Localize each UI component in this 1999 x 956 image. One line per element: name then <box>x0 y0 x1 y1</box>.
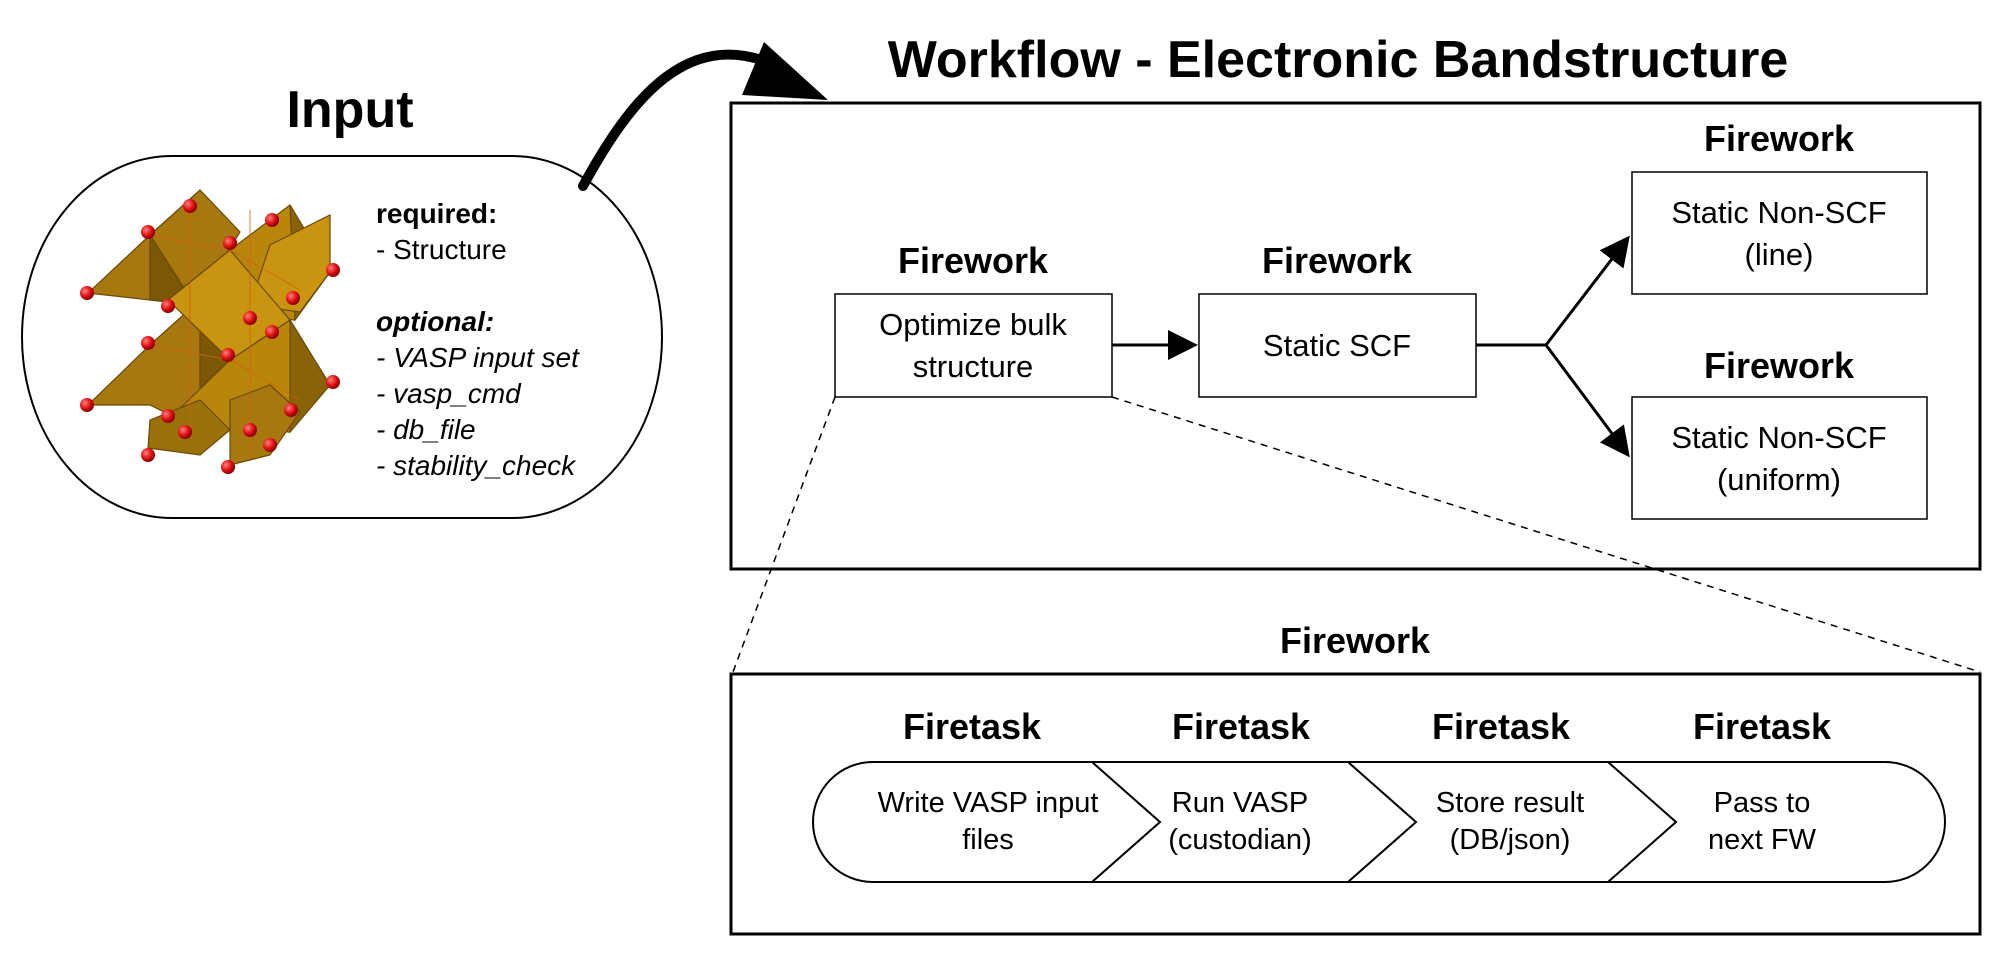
firework-text-nonscf-uniform-line2: (uniform) <box>1716 462 1841 497</box>
firework-text-nonscf-uniform: Static Non-SCF (uniform) <box>1671 417 1886 501</box>
firework-text-optimize-line2: structure <box>912 349 1034 384</box>
optional-item-db-file: - db_file <box>376 414 476 445</box>
zoom-line-right <box>1111 396 1981 673</box>
firetask-text-pass-line1: Pass to <box>1713 787 1811 819</box>
firetask-divider-1 <box>1091 761 1162 883</box>
firetask-text-store-line1: Store result <box>1435 787 1585 819</box>
firework-box-static-scf <box>1198 293 1477 398</box>
optional-item-stability-check: - stability_check <box>376 450 576 481</box>
firetask-text-run-line2: (custodian) <box>1168 824 1312 856</box>
required-item-structure: - Structure <box>376 234 507 265</box>
firetask-text-store-line2: (DB/json) <box>1449 824 1571 856</box>
firework-label-optimize: Firework <box>897 240 1049 281</box>
firetask-text-write: Write VASP input files <box>878 785 1099 859</box>
input-to-workflow-arrowhead <box>742 42 828 100</box>
firework-box-nonscf-uniform <box>1631 396 1928 520</box>
firetask-text-pass-line2: next FW <box>1708 824 1816 856</box>
input-parameters: required: - Structure optional: - VASP i… <box>376 196 579 484</box>
crystal-structure-image <box>80 189 340 474</box>
optional-label: optional: <box>376 306 495 337</box>
firework-text-optimize: Optimize bulk structure <box>879 304 1067 388</box>
firework-text-static-scf-line1: Static SCF <box>1262 328 1412 363</box>
optional-item-vasp-cmd: - vasp_cmd <box>376 378 521 409</box>
firework-label-static-scf: Firework <box>1261 240 1413 281</box>
firework-text-nonscf-line-line1: Static Non-SCF <box>1671 195 1887 230</box>
firework-text-nonscf-uniform-line1: Static Non-SCF <box>1671 420 1887 455</box>
zoom-line-left <box>732 396 836 673</box>
firework-text-nonscf-line-line2: (line) <box>1744 237 1814 272</box>
firetask-divider-2 <box>1347 761 1418 883</box>
firetask-divider-3 <box>1607 761 1678 883</box>
arrow-to-nonscf-uniform <box>1544 344 1630 458</box>
firetask-label-store: Firetask <box>1431 706 1571 747</box>
detail-firework-title: Firework <box>1279 620 1431 661</box>
workflow-title: Workflow - Electronic Bandstructure <box>887 31 1789 89</box>
detail-firework-frame <box>729 672 1982 936</box>
firetask-text-run-line1: Run VASP <box>1171 787 1309 819</box>
input-title: Input <box>286 81 414 139</box>
firework-text-static-scf: Static SCF <box>1263 325 1411 367</box>
firework-label-nonscf-uniform: Firework <box>1703 345 1855 386</box>
firetask-label-pass: Firetask <box>1692 706 1832 747</box>
firework-box-optimize <box>834 293 1113 398</box>
firetask-text-store: Store result (DB/json) <box>1436 785 1584 859</box>
firetask-text-write-line1: Write VASP input <box>877 787 1099 819</box>
workflow-frame <box>729 101 1982 571</box>
input-to-workflow-arrow <box>578 49 790 191</box>
firework-text-nonscf-line: Static Non-SCF (line) <box>1671 192 1886 276</box>
required-label: required: <box>376 198 498 229</box>
firework-label-nonscf-line: Firework <box>1703 118 1855 159</box>
firetask-text-pass: Pass to next FW <box>1708 785 1816 859</box>
firetask-text-run: Run VASP (custodian) <box>1168 785 1311 859</box>
firetask-pipeline-outline <box>812 761 1946 883</box>
firetask-label-write: Firetask <box>902 706 1042 747</box>
input-container <box>21 155 663 519</box>
firework-box-nonscf-line <box>1631 171 1928 295</box>
optional-item-vasp-input-set: - VASP input set <box>376 342 579 373</box>
arrow-to-nonscf-line <box>1544 235 1630 346</box>
firework-text-optimize-line1: Optimize bulk <box>879 307 1067 342</box>
firetask-text-write-line2: files <box>962 824 1014 856</box>
firetask-label-run: Firetask <box>1171 706 1311 747</box>
